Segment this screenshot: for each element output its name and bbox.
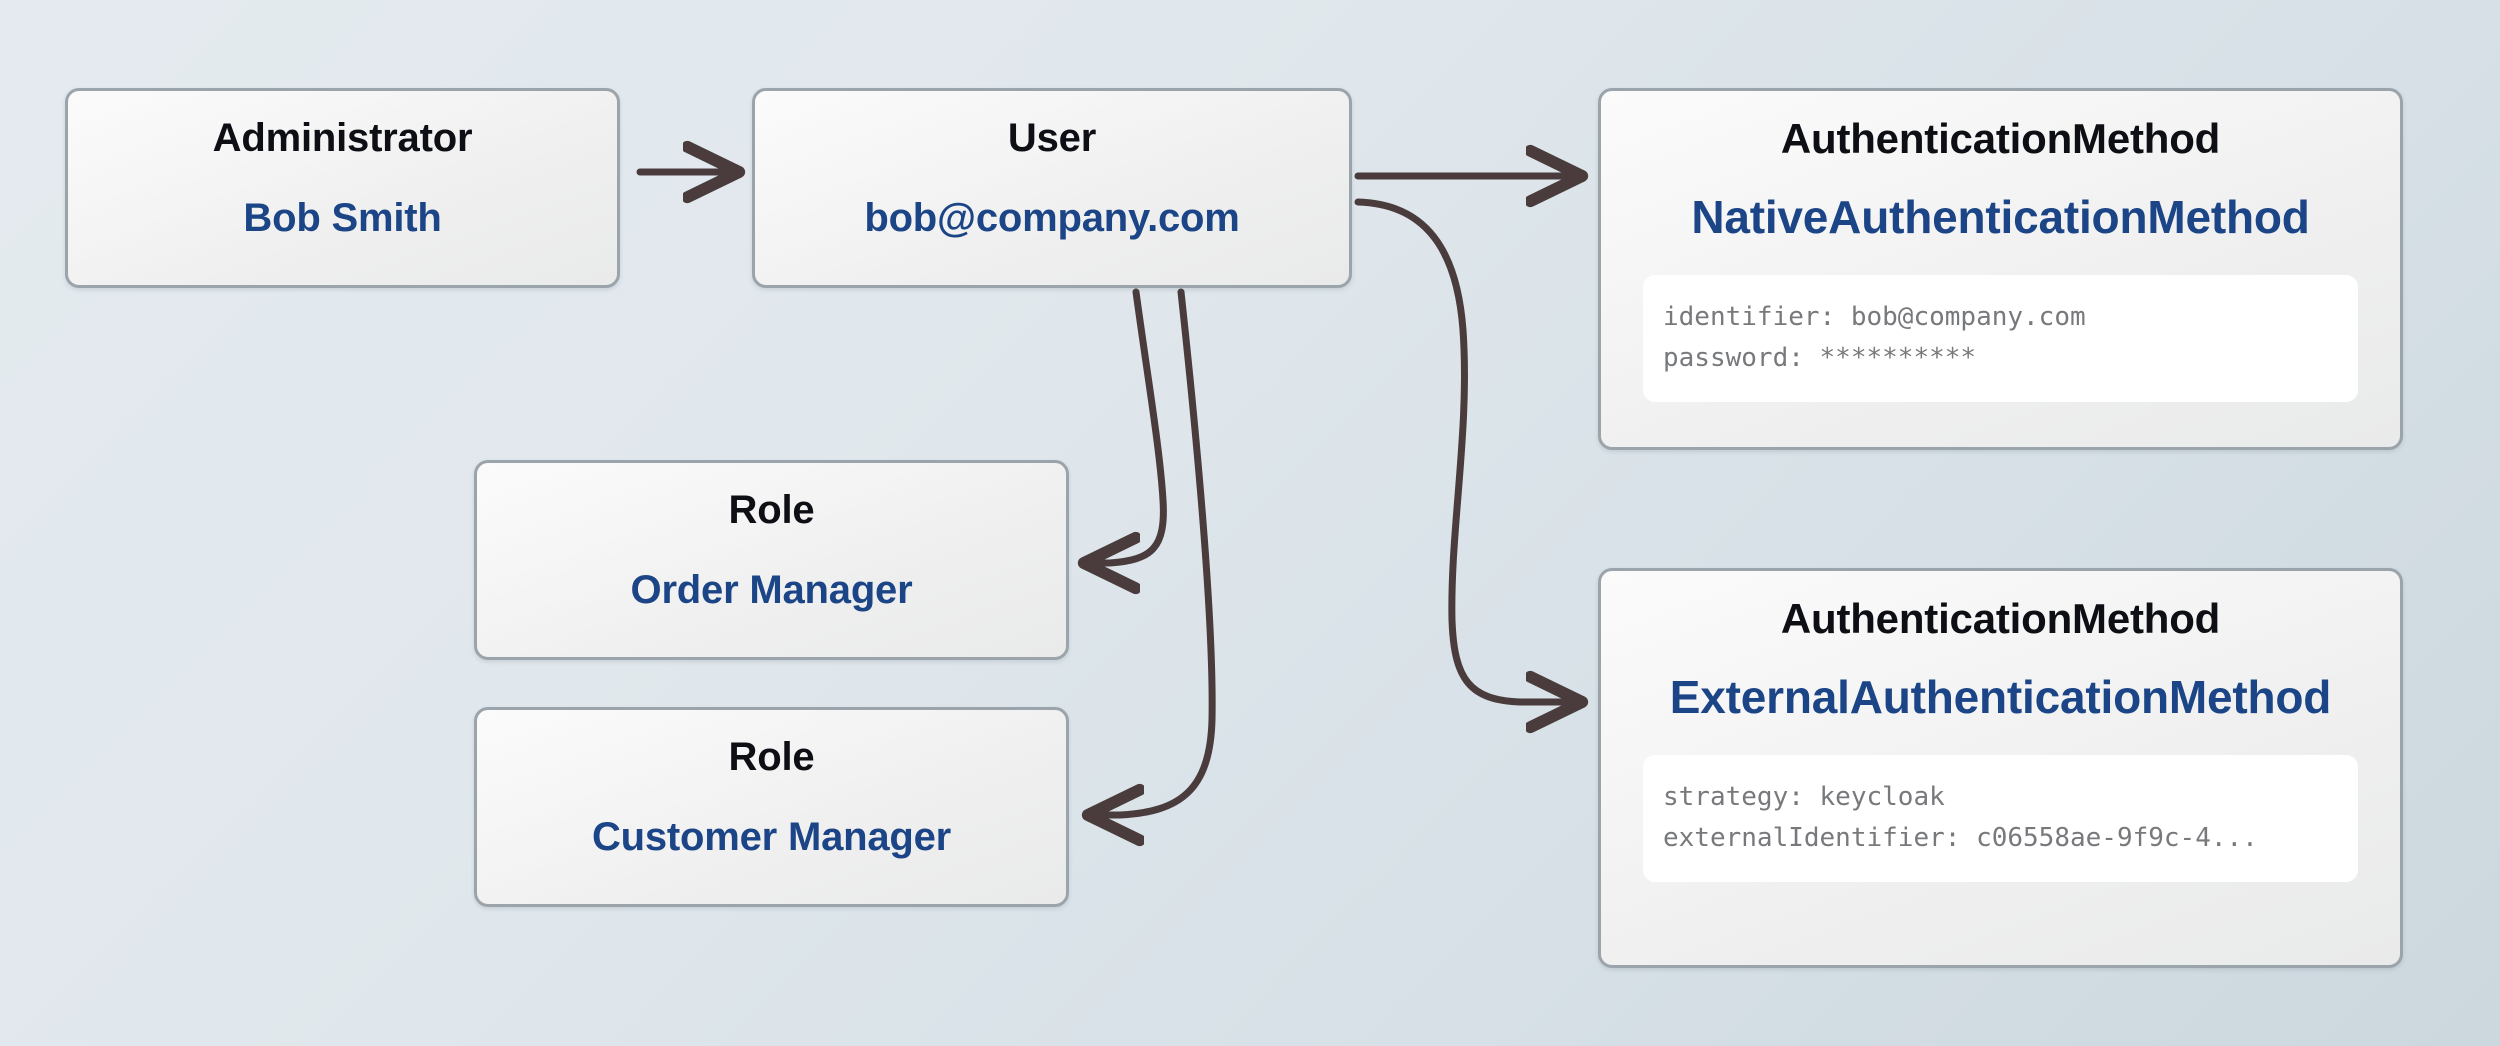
edge-user-to-role-customer <box>1092 288 1216 815</box>
detail-password: password: ********** <box>1663 342 1977 373</box>
node-user-type: User <box>1007 116 1097 160</box>
detail-identifier: identifier: bob@company.com <box>1663 302 2086 333</box>
node-administrator-type: Administrator <box>212 116 473 160</box>
detail-strategy: strategy: keycloak <box>1663 782 1945 813</box>
node-administrator[interactable]: Administrator Bob Smith <box>65 88 620 288</box>
node-user-label: bob@company.com <box>864 196 1240 240</box>
node-administrator-label: Bob Smith <box>243 196 442 240</box>
edge-user-to-auth-external <box>1354 198 1578 702</box>
node-role-customer-manager-label: Customer Manager <box>591 815 952 859</box>
node-external-authentication-method[interactable]: AuthenticationMethod ExternalAuthenticat… <box>1598 568 2403 968</box>
node-role-order-manager-type: Role <box>728 488 815 532</box>
external-authentication-method-details: strategy: keycloak externalIdentifier: c… <box>1643 755 2358 882</box>
native-authentication-method-details: identifier: bob@company.com password: **… <box>1643 275 2358 402</box>
node-role-order-manager-label: Order Manager <box>630 568 913 612</box>
node-user[interactable]: User bob@company.com <box>752 88 1352 288</box>
node-role-customer-manager-type: Role <box>728 735 815 779</box>
node-external-authentication-method-label: ExternalAuthenticationMethod <box>1669 671 2332 724</box>
node-native-authentication-method-type: AuthenticationMethod <box>1780 115 2221 162</box>
node-native-authentication-method[interactable]: AuthenticationMethod NativeAuthenticatio… <box>1598 88 2403 450</box>
edge-user-to-role-order <box>1088 288 1167 563</box>
node-role-customer-manager[interactable]: Role Customer Manager <box>474 707 1069 907</box>
node-external-authentication-method-type: AuthenticationMethod <box>1780 595 2221 642</box>
node-native-authentication-method-label: NativeAuthenticationMethod <box>1691 191 2310 244</box>
node-role-order-manager[interactable]: Role Order Manager <box>474 460 1069 660</box>
detail-external-identifier: externalIdentifier: c06558ae-9f9c-4... <box>1663 822 2258 853</box>
